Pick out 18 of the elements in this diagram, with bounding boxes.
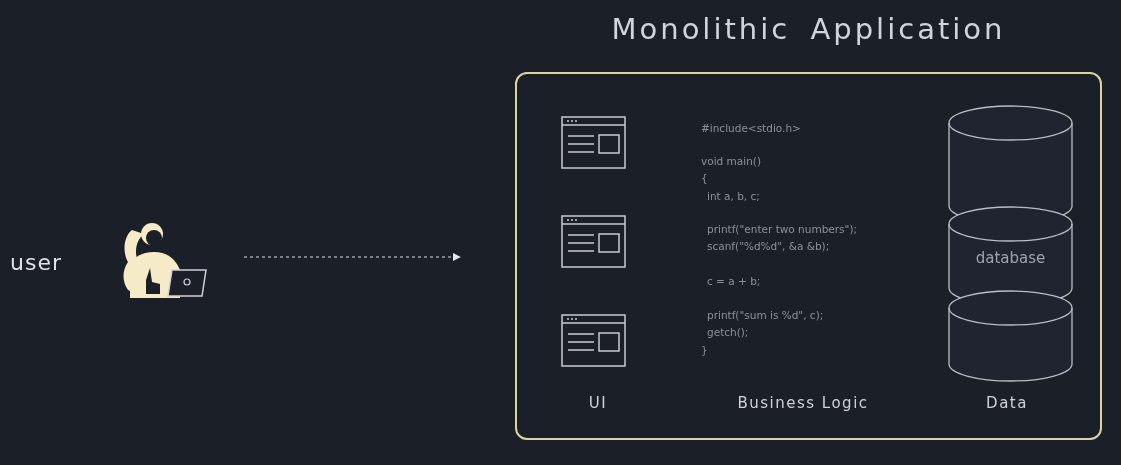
container-title: Monolithic Application bbox=[610, 12, 1007, 46]
code-line: scanf("%d%d", &a &b); bbox=[707, 240, 830, 252]
code-line: } bbox=[701, 344, 708, 356]
dashed-arrow bbox=[243, 253, 461, 261]
code-line: printf("enter two numbers"); bbox=[707, 223, 858, 235]
code-line: void main() bbox=[701, 155, 761, 167]
user-label: user bbox=[10, 250, 62, 275]
code-line: int a, b, c; bbox=[707, 190, 760, 202]
column-label: Business Logic bbox=[736, 394, 870, 412]
code-line: { bbox=[701, 172, 708, 184]
code-line: #include<stdio.h> bbox=[701, 122, 801, 134]
code-line: printf("sum is %d", c); bbox=[707, 309, 824, 321]
application-container bbox=[515, 72, 1102, 440]
column-label: UI bbox=[587, 394, 609, 412]
code-line: getch(); bbox=[707, 326, 749, 338]
code-line: c = a + b; bbox=[707, 275, 761, 287]
database-label: database bbox=[974, 249, 1047, 267]
column-label: Data bbox=[985, 394, 1029, 412]
